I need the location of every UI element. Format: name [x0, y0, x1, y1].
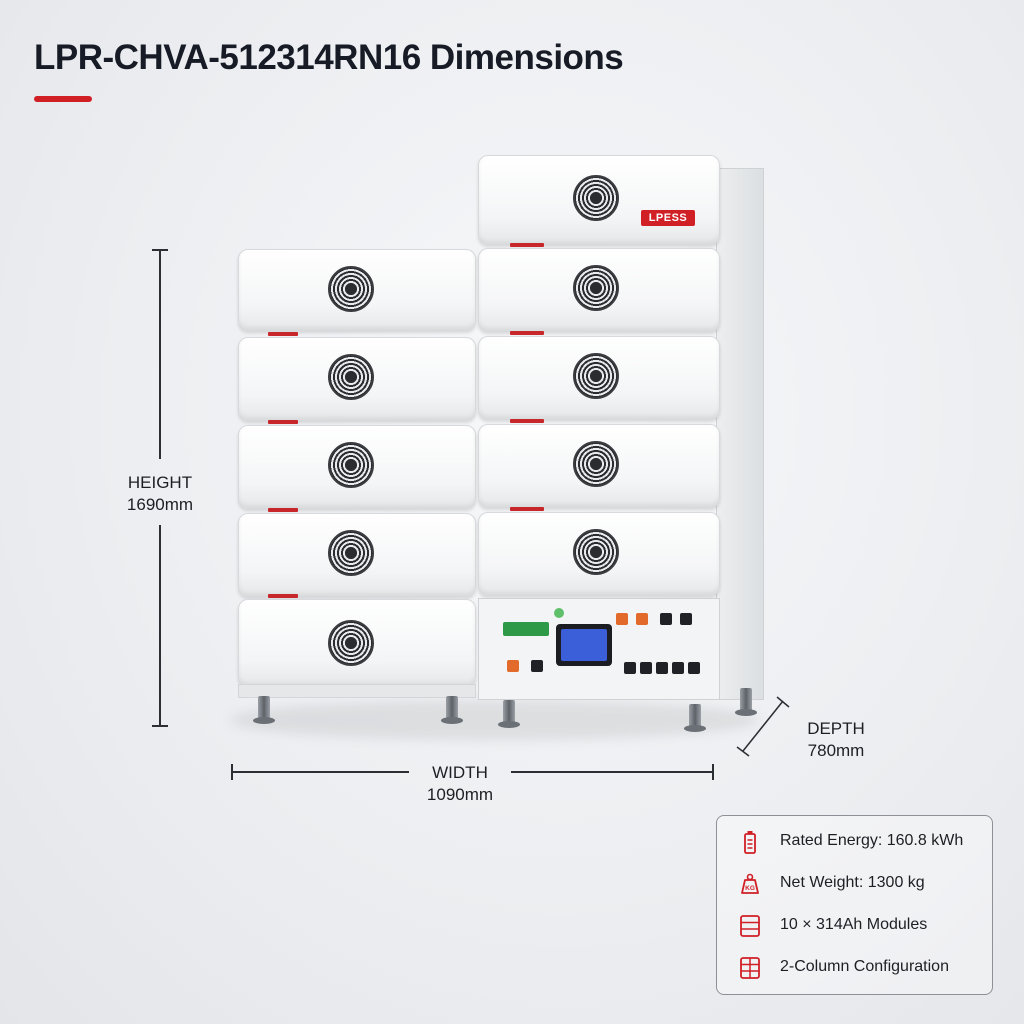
spec-configuration: 2-Column Configuration: [780, 958, 949, 975]
fan-icon: [573, 175, 619, 221]
height-value: 1690mm: [126, 495, 194, 514]
spec-card: Rated Energy: 160.8 kWh KG Net Weight: 1…: [716, 815, 993, 995]
spec-row: KG Net Weight: 1300 kg: [717, 864, 994, 904]
depth-value: 780mm: [807, 741, 865, 760]
grid-columns-icon: [740, 957, 760, 979]
fan-icon: [328, 620, 374, 666]
stacked-modules-icon: [740, 915, 760, 937]
battery-module: [238, 249, 476, 331]
fan-icon: [328, 442, 374, 488]
spec-row: 2-Column Configuration: [717, 948, 994, 988]
fan-icon: [328, 266, 374, 312]
spec-modules: 10 × 314Ah Modules: [780, 916, 928, 933]
display-screen: [556, 624, 612, 666]
page-title: LPR-CHVA-512314RN16 Dimensions: [34, 38, 624, 77]
height-label: HEIGHT: [127, 473, 193, 492]
fan-icon: [328, 530, 374, 576]
fan-icon: [573, 529, 619, 575]
weight-kg-icon: KG: [741, 873, 759, 894]
spec-row: 10 × 314Ah Modules: [717, 906, 994, 946]
fan-icon: [573, 441, 619, 487]
width-value: 1090mm: [426, 785, 494, 804]
fan-icon: [573, 353, 619, 399]
title-underline-accent: [34, 96, 92, 102]
spec-row: Rated Energy: 160.8 kWh: [717, 822, 994, 862]
breaker-switch: [503, 622, 549, 636]
svg-text:KG: KG: [745, 885, 755, 892]
depth-label: DEPTH: [807, 719, 865, 738]
right-column-side-panel: [716, 168, 764, 700]
spec-net-weight: Net Weight: 1300 kg: [780, 874, 925, 891]
status-led: [554, 608, 564, 618]
battery-icon: [744, 831, 756, 854]
brand-logo: LPESS: [641, 210, 695, 226]
fan-icon: [573, 265, 619, 311]
width-label: WIDTH: [432, 763, 488, 782]
depth-arrow-line: [736, 696, 790, 757]
fan-icon: [328, 354, 374, 400]
spec-rated-energy: Rated Energy: 160.8 kWh: [780, 832, 964, 849]
